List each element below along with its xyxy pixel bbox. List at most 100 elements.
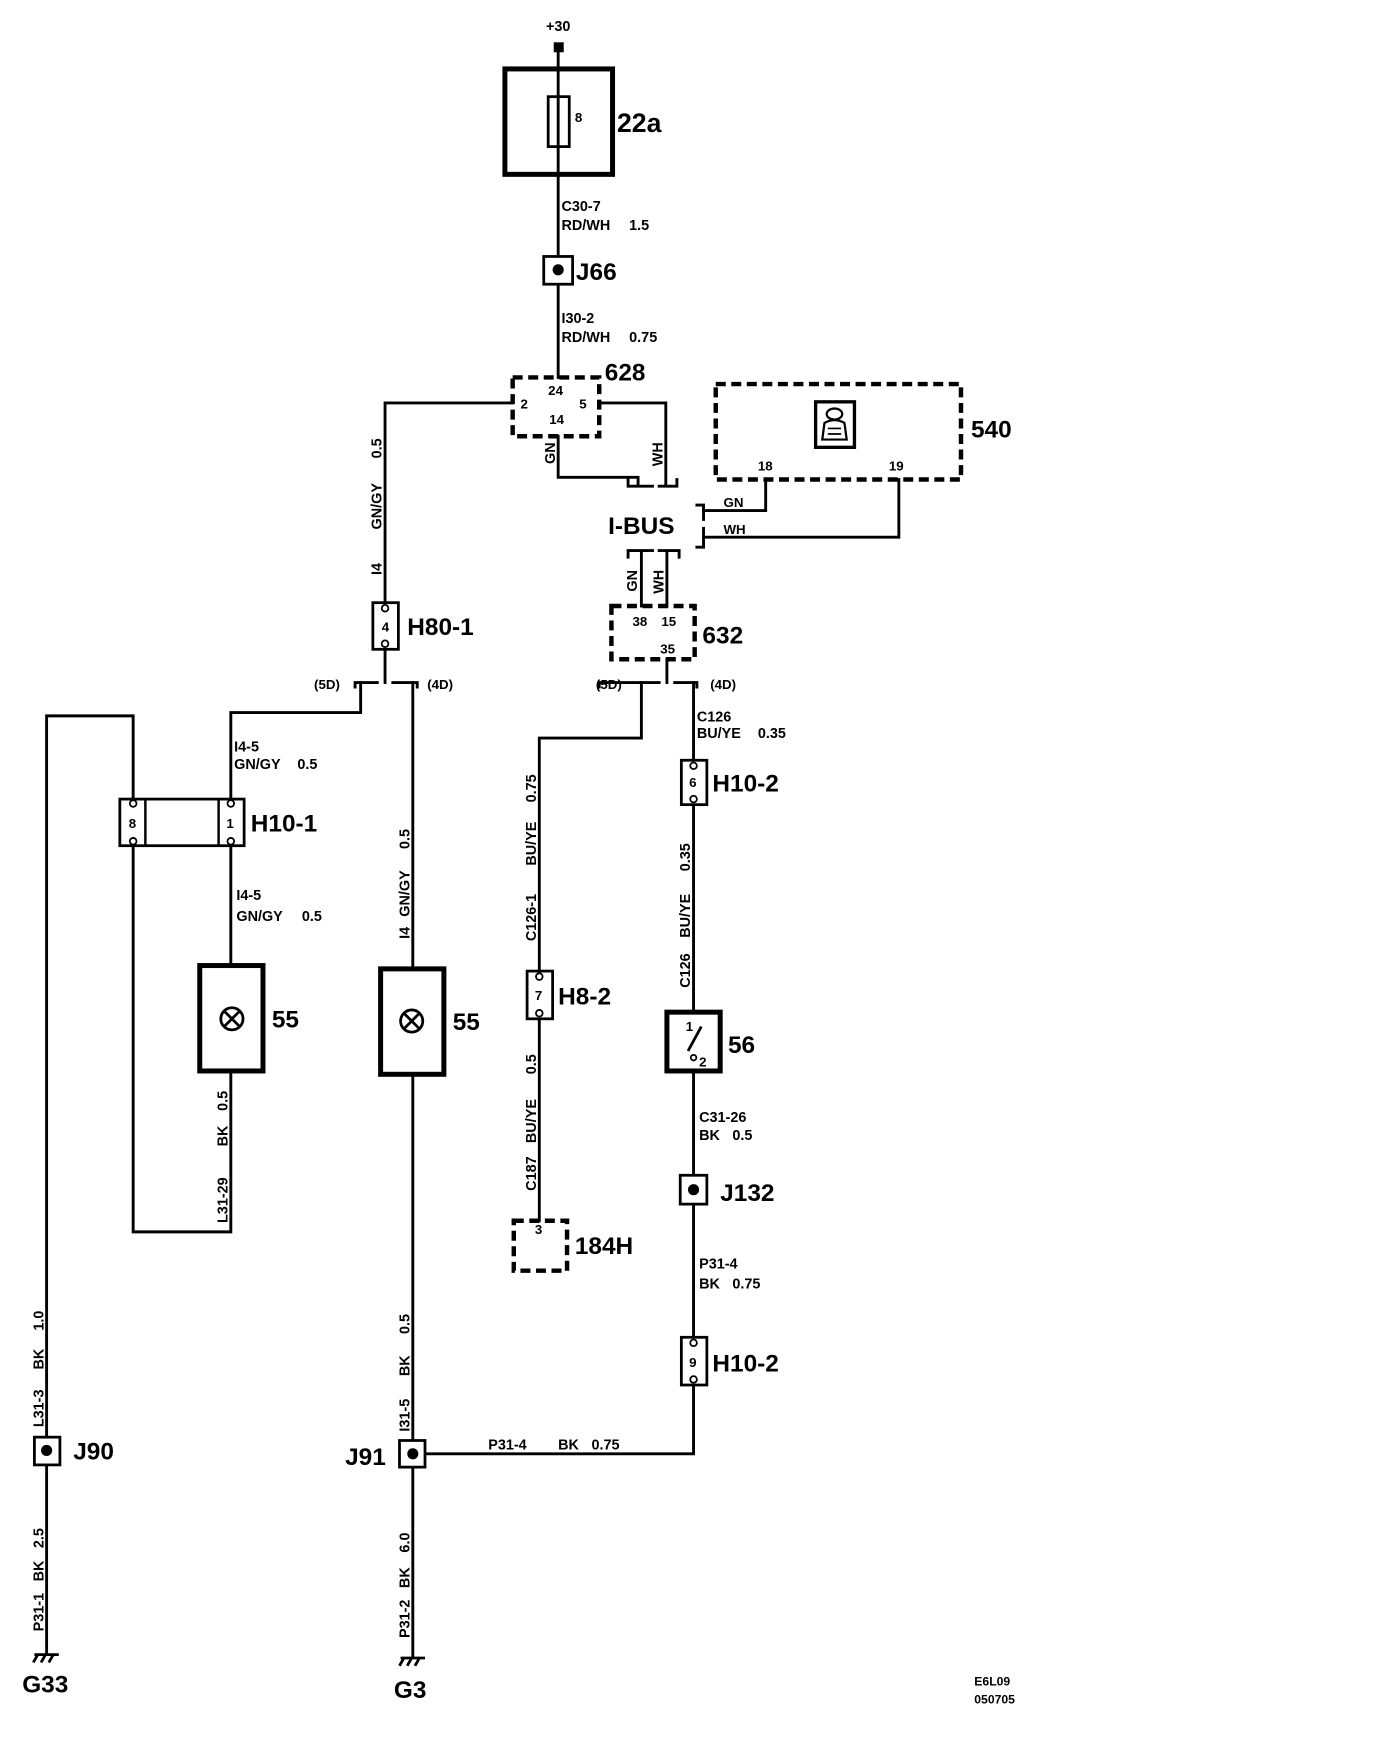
- wire-p31-4-horizontal: [423, 1383, 695, 1456]
- variant-label: (5D): [596, 677, 622, 692]
- wire-label-size: 0.5: [397, 1314, 413, 1334]
- connector-184h-label: 184H: [575, 1233, 633, 1260]
- module-540: [713, 381, 964, 482]
- connector-h80-1-label: H80-1: [407, 614, 473, 641]
- pin-number: 15: [661, 614, 676, 629]
- wire-label-size: 6.0: [397, 1533, 413, 1553]
- pin-number: 8: [129, 816, 136, 831]
- pin-number: 19: [889, 459, 904, 474]
- wire-label-color: RD/WH: [561, 218, 610, 234]
- wire-label-code: C187: [524, 1156, 540, 1190]
- wire-540-wh: [702, 478, 901, 539]
- date-code: 050705: [974, 1692, 1015, 1706]
- pin-number: 18: [758, 459, 773, 474]
- variant-label: (4D): [710, 677, 736, 692]
- wire-label-size: 0.5: [215, 1091, 231, 1111]
- connector-632: [609, 603, 697, 662]
- variant-label: (4D): [427, 677, 453, 692]
- pin-number: 1: [226, 816, 234, 831]
- variant-split-left: [353, 681, 419, 689]
- wire-label-code: C31-26: [699, 1110, 746, 1126]
- connector-632-label: 632: [702, 623, 743, 650]
- fuse-icon: [546, 95, 571, 148]
- bus-bracket-bottom: [626, 549, 681, 559]
- switch-icon: [686, 1025, 703, 1062]
- pin-number: 2: [699, 1055, 706, 1070]
- wire-label-color: BK: [31, 1560, 47, 1581]
- pin-number: 3: [535, 1222, 542, 1237]
- ground-g3-icon: [398, 1656, 426, 1667]
- wire-label-color: BK: [397, 1355, 413, 1376]
- wire-label-color: GN: [625, 570, 641, 592]
- wire-label-size: 1.5: [629, 218, 649, 234]
- wire-l31-29: [131, 844, 233, 1234]
- connector-h10-2-lower: [679, 1335, 709, 1387]
- wire-label-color: BK: [397, 1567, 413, 1588]
- variant-label: (5D): [314, 677, 340, 692]
- wire-label-code: L31-29: [215, 1177, 231, 1223]
- wire-label-color: GN/GY: [370, 483, 386, 530]
- wire-label-color: BK: [558, 1437, 579, 1453]
- pin-number: 7: [535, 988, 542, 1003]
- wire-label-code: P31-2: [397, 1600, 413, 1638]
- variant-split-right: [597, 681, 699, 689]
- wire-628-gn: [556, 434, 640, 487]
- wire-i4-5-upper: [229, 681, 363, 801]
- wire-label-color: WH: [652, 570, 668, 594]
- connector-628-label: 628: [605, 360, 646, 387]
- wire-label-size: 0.5: [524, 1054, 540, 1074]
- wire-l31-3: [45, 714, 135, 1439]
- wire-label-color: BU/YE: [524, 1099, 540, 1143]
- lamp-left-label: 55: [272, 1007, 299, 1034]
- wire-label-size: 0.35: [678, 843, 694, 871]
- wire-label-size: 0.75: [629, 330, 657, 346]
- drawing-id: E6L09: [974, 1675, 1010, 1689]
- connector-184h: [511, 1218, 570, 1273]
- ground-g33-icon: [32, 1653, 59, 1664]
- splice-j66: [542, 255, 574, 286]
- splice-j90-label: J90: [73, 1438, 114, 1465]
- wire-label-color: BK: [699, 1128, 720, 1144]
- connector-h10-2-upper: [679, 758, 709, 807]
- bus-bracket-side: [695, 503, 705, 549]
- bus-bracket-top: [626, 478, 679, 488]
- splice-j132: [678, 1173, 709, 1206]
- wire-label-color: BU/YE: [697, 726, 741, 742]
- wire-label-code: C126-1: [524, 894, 540, 941]
- wire-label-size: 0.75: [591, 1437, 619, 1453]
- wire-label-color: WH: [650, 442, 666, 466]
- splice-j90: [33, 1435, 62, 1467]
- wire-label-code: C126: [697, 709, 731, 725]
- connector-628: [510, 375, 602, 439]
- lamp-left: [197, 963, 266, 1074]
- ground-g33-label: G33: [22, 1671, 68, 1698]
- wire-label-code: P31-4: [488, 1437, 526, 1453]
- wire-label-code: C30-7: [561, 199, 600, 215]
- lamp-right: [378, 966, 447, 1077]
- connector-h8-2-label: H8-2: [558, 983, 611, 1010]
- wire-c126-1: [537, 681, 643, 973]
- switch-56-label: 56: [728, 1032, 755, 1059]
- wire-label-size: 0.5: [397, 829, 413, 849]
- wire-label-code: I30-2: [561, 311, 594, 327]
- wire-label-color: WH: [724, 522, 746, 537]
- supply-terminal: [553, 42, 564, 53]
- wire-label-code: I4-5: [236, 888, 261, 904]
- pin-number: 6: [689, 775, 696, 790]
- pin-number: 14: [549, 412, 564, 427]
- connector-h80-1: [371, 601, 400, 651]
- wire-label-code: I4: [370, 563, 386, 575]
- wire-label-color: GN: [724, 495, 744, 510]
- connector-h10-2-lower-label: H10-2: [712, 1351, 778, 1378]
- fuse-22a: 8: [502, 66, 616, 177]
- connector-h8-2: [525, 969, 555, 1021]
- splice-j132-label: J132: [720, 1180, 774, 1207]
- wire-label-color: BU/YE: [678, 893, 694, 937]
- switch-56: [664, 1009, 723, 1074]
- wire-label-color: BU/YE: [524, 821, 540, 865]
- wire-label-code: I4: [397, 927, 413, 939]
- fuse-label: 22a: [617, 108, 662, 138]
- wire-label-color: GN/GY: [397, 870, 413, 917]
- wire-label-code: P31-1: [31, 1593, 47, 1631]
